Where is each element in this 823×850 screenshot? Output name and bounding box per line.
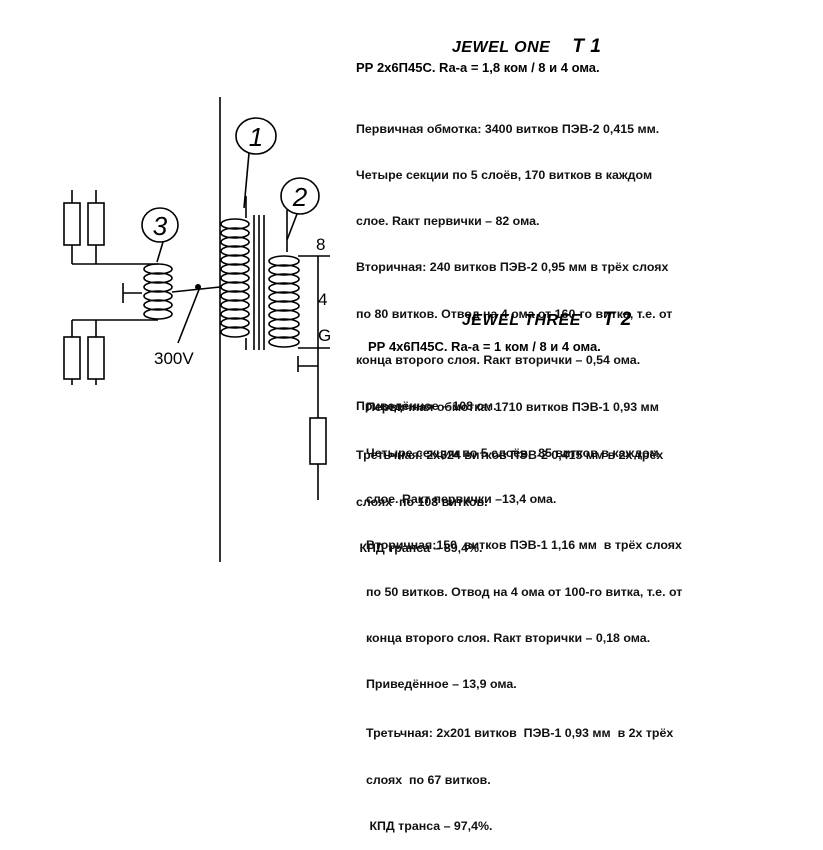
t2-line: по 50 витков. Отвод на 4 ома от 100-го в…	[366, 584, 683, 599]
voltage-leader	[177, 286, 201, 344]
secondary-coil	[268, 210, 330, 500]
coil-3-circle	[141, 207, 179, 243]
transformer-core	[253, 215, 265, 350]
primary-coil	[220, 196, 250, 350]
t2-line: Приведённое – 13,9 ома.	[366, 677, 517, 692]
tap-g-label: G	[318, 326, 331, 345]
t1-line: слоях по 108 витков.	[356, 494, 488, 509]
t1-tag: T 1	[572, 36, 602, 57]
voltage-label: 300V	[154, 349, 194, 368]
center-tap-wire	[171, 286, 221, 293]
coil-1-circle	[235, 117, 277, 155]
t1-name: JEWEL ONE	[451, 39, 551, 56]
t2-line: Первичная обмотка: 1710 витков ПЭВ-1 0,9…	[366, 399, 659, 414]
t2-name: JEWEL THREE	[461, 312, 581, 329]
t1-line: конца второго слоя. Rакт вторички – 0,54…	[356, 352, 641, 367]
load-resistor	[309, 417, 327, 465]
t2-line: Вторичная:150 витков ПЭВ-1 1,16 мм в трё…	[366, 538, 682, 553]
t1-spec: РР 2х6П45С. Ra-a = 1,8 ком / 8 и 4 ома.	[356, 60, 600, 75]
coil-2-circle	[280, 177, 320, 215]
t2-line: КПД транса – 97,4%.	[366, 818, 493, 833]
t1-line: по 80 витков. Отвод на 4 ома от 160-го в…	[356, 306, 673, 321]
tap-4-label: 4	[318, 290, 327, 309]
center-tap-dot	[195, 284, 201, 290]
t1-line: слое. Rакт первички – 82 ома.	[356, 214, 540, 229]
t2-tag: T 2	[602, 309, 632, 330]
t1-line: Первичная обмотка: 3400 витков ПЭВ-2 0,4…	[356, 121, 660, 136]
t1-line: Четыре секции по 5 слоёв, 170 витков в к…	[356, 168, 653, 183]
t2-description: Первичная обмотка: 1710 витков ПЭВ-1 0,9…	[366, 369, 682, 850]
t2-line: Четыре секции по 5 слоёв, 85 витков в ка…	[366, 446, 659, 461]
t2-line: Третьчная: 2х201 витков ПЭВ-1 0,93 мм в …	[366, 726, 674, 741]
coil-3-label: 3	[153, 211, 168, 241]
t2-spec: РР 4х6П45С. Ra-a = 1 ком / 8 и 4 ома.	[368, 339, 601, 354]
t2-title: JEWEL THREE T 2	[452, 291, 632, 331]
t1-line: Приведённое – 108 ом.	[356, 399, 497, 414]
t1-line: Вторичная: 240 витков ПЭВ-2 0,95 мм в тр…	[356, 260, 669, 275]
tertiary-coil	[72, 263, 173, 321]
t1-description: Первичная обмотка: 3400 витков ПЭВ-2 0,4…	[356, 91, 672, 572]
cathode-resistors-top	[63, 190, 105, 264]
t2-line: слое. Rакт первички –13,4 ома.	[366, 492, 557, 507]
tap-8-label: 8	[316, 235, 325, 254]
coil-1-label: 1	[249, 122, 263, 152]
t1-line: КПД транса – 89,4%.	[356, 540, 483, 555]
t2-line: конца второго слоя. Rакт вторички – 0,18…	[366, 630, 651, 645]
coil-2-label: 2	[292, 182, 308, 212]
cathode-resistors-bottom	[63, 320, 105, 385]
t2-line: слоях по 67 витков.	[366, 772, 491, 787]
t1-line: Третьчная: 2х324 витков ПЭВ-2 0,415 мм в…	[356, 448, 664, 463]
transformer-schematic: 1 2 3 300V 8 4 G	[63, 97, 331, 562]
t1-title: JEWEL ONE T 1	[442, 18, 601, 58]
